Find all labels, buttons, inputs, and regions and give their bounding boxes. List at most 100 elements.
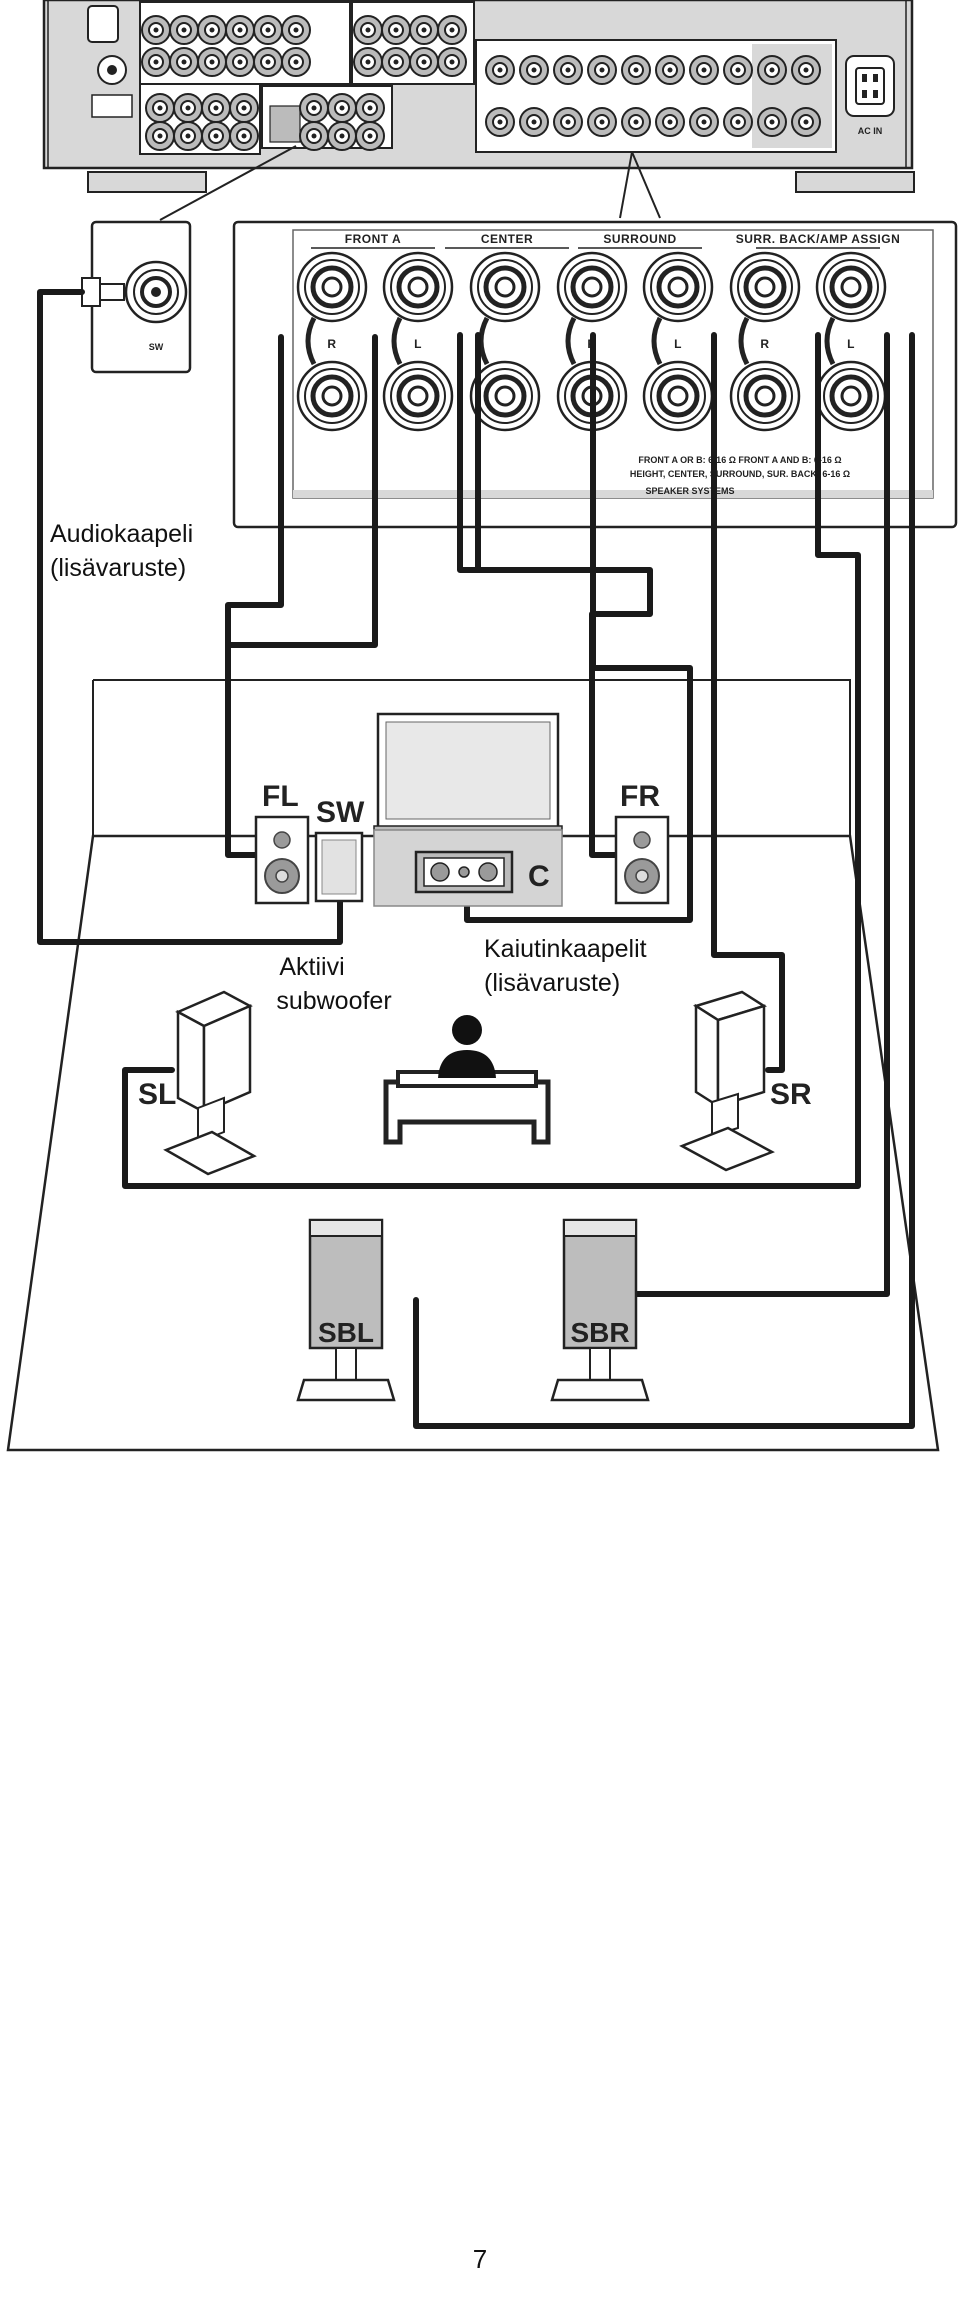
- speaker-label-sr: SR: [770, 1078, 812, 1111]
- terminal-group-label: CENTER: [481, 232, 533, 246]
- rear-jack-3: [225, 15, 255, 45]
- rear-jack-52: [757, 107, 787, 137]
- rear-jack-40: [689, 55, 719, 85]
- serial-port: [87, 5, 119, 43]
- rear-jack-25: [173, 121, 203, 151]
- rear-jack-8: [197, 47, 227, 77]
- binding-post: [471, 253, 539, 321]
- rear-jack-51: [723, 107, 753, 137]
- listener-sofa: [383, 1015, 551, 1145]
- sw-callout-line: [159, 145, 297, 221]
- post-jumper: [565, 316, 577, 366]
- impedance-note-1: FRONT A OR B: 6-16 Ω FRONT A AND B: 6-16…: [638, 455, 841, 465]
- tv: [373, 712, 563, 835]
- rear-jack-31: [299, 121, 329, 151]
- rear-jack-34: [485, 55, 515, 85]
- sw-jack-label: SW: [149, 342, 164, 352]
- ac-in-label: AC IN: [858, 126, 883, 136]
- cable-sl: [122, 332, 861, 1189]
- rear-jack-46: [553, 107, 583, 137]
- caption-speaker-cable-line2: (lisävaruste): [484, 969, 620, 997]
- rear-jack-29: [327, 93, 357, 123]
- rear-jack-21: [173, 93, 203, 123]
- cable-fl-plus: [225, 334, 284, 858]
- rear-jack-11: [281, 47, 311, 77]
- terminal-group-label: SURR. BACK/AMP ASSIGN: [736, 232, 901, 246]
- rear-jack-6: [141, 47, 171, 77]
- rear-jack-20: [145, 93, 175, 123]
- terminal-group-label: FRONT A: [345, 232, 401, 246]
- rear-jack-36: [553, 55, 583, 85]
- room-outline: [6, 679, 940, 1452]
- rear-jack-22: [201, 93, 231, 123]
- rear-jack-16: [353, 47, 383, 77]
- rear-jack-48: [621, 107, 651, 137]
- rear-jack-35: [519, 55, 549, 85]
- binding-post: [384, 362, 452, 430]
- rear-jack-43: [791, 55, 821, 85]
- speaker-systems-label: SPEAKER SYSTEMS: [645, 486, 734, 496]
- binding-post: [384, 253, 452, 321]
- binding-post: [298, 253, 366, 321]
- receiver-foot-left: [87, 171, 207, 193]
- binding-post: [644, 362, 712, 430]
- speaker-label-fr: FR: [620, 780, 660, 813]
- cable-sr: [711, 332, 785, 1073]
- binding-post: [471, 362, 539, 430]
- rear-jack-14: [409, 15, 439, 45]
- rear-jack-28: [299, 93, 329, 123]
- rear-jack-17: [381, 47, 411, 77]
- rear-jack-39: [655, 55, 685, 85]
- binding-post: [731, 253, 799, 321]
- rear-jack-1: [169, 15, 199, 45]
- speaker-sbl: SBL: [296, 1218, 396, 1402]
- channel-marker: L: [414, 337, 422, 351]
- post-jumper: [391, 316, 403, 366]
- caption-audio-cable-line1: Audiokaapeli: [50, 520, 193, 548]
- audio-cable: [37, 289, 343, 945]
- rear-jack-42: [757, 55, 787, 85]
- post-jumper: [305, 316, 317, 366]
- rear-jack-4: [253, 15, 283, 45]
- terminal-callout-line-left: [619, 151, 633, 219]
- terminal-callout-line-right: [631, 151, 661, 219]
- speaker-label-sl: SL: [138, 1078, 176, 1111]
- speaker-center: C: [414, 850, 550, 894]
- cable-sbl: [413, 332, 915, 1429]
- binding-post: [558, 253, 626, 321]
- binding-post: [731, 362, 799, 430]
- speaker-sl: SL: [138, 990, 257, 1176]
- am-fm-terminal: [91, 94, 133, 118]
- rca-plug: [97, 283, 125, 301]
- rear-jack-18: [409, 47, 439, 77]
- speaker-label-sw: SW: [316, 796, 365, 829]
- channel-marker: L: [847, 337, 855, 351]
- speaker-sw: SW: [314, 796, 365, 903]
- rear-jack-7: [169, 47, 199, 77]
- cable-sbr: [627, 332, 890, 1297]
- rear-jack-2: [197, 15, 227, 45]
- rear-jack-15: [437, 15, 467, 45]
- binding-post: [644, 253, 712, 321]
- post-jumper: [651, 316, 663, 366]
- rear-jack-19: [437, 47, 467, 77]
- rear-jack-23: [229, 93, 259, 123]
- channel-marker: L: [674, 337, 682, 351]
- cable-fr-plus: [457, 332, 653, 858]
- speaker-label-sbr: SBR: [570, 1317, 629, 1348]
- rear-jack-32: [327, 121, 357, 151]
- page-number: 7: [473, 2244, 487, 2274]
- caption-audio-cable-line2: (lisävaruste): [50, 554, 186, 582]
- binding-post: [298, 362, 366, 430]
- speaker-sr: SR: [679, 990, 812, 1172]
- cable-center: [464, 332, 693, 923]
- caption-speaker-cable-line1: Kaiutinkaapelit: [484, 935, 647, 963]
- speaker-label-c: C: [528, 860, 550, 893]
- rear-jack-0: [141, 15, 171, 45]
- speaker-label-sbl: SBL: [318, 1317, 374, 1348]
- rear-jack-12: [353, 15, 383, 45]
- binding-post: [817, 253, 885, 321]
- channel-marker: R: [327, 337, 336, 351]
